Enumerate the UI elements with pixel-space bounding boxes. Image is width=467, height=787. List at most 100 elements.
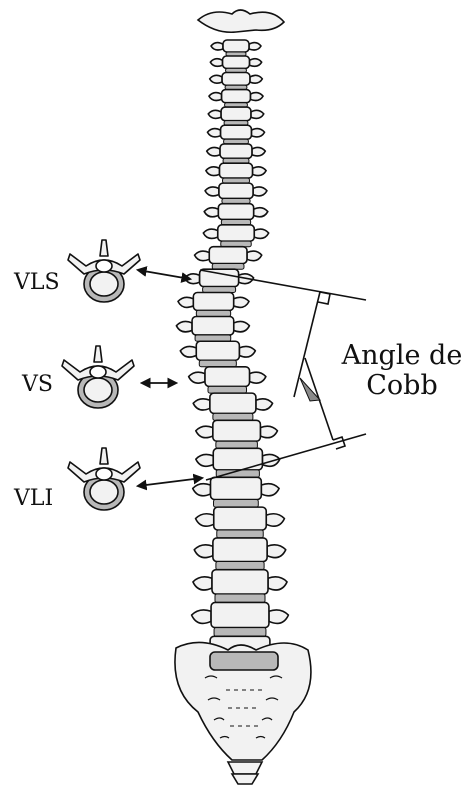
vertebral-body	[209, 247, 247, 264]
transverse-process-right	[249, 59, 261, 67]
sacrum	[175, 642, 311, 784]
transverse-process-left	[193, 399, 210, 410]
transverse-process-right	[250, 93, 263, 101]
transverse-process-left	[193, 484, 211, 496]
vertebral-body	[214, 507, 266, 530]
atlas-vertebra	[198, 10, 284, 32]
vertebral-body-inner	[90, 272, 118, 296]
transverse-process-left	[209, 93, 222, 101]
intervertebral-disc	[217, 530, 263, 538]
label-cobb-angle-line2: Cobb	[340, 371, 464, 401]
transverse-process-right	[247, 251, 262, 261]
vertebra	[193, 393, 272, 420]
transverse-process-left	[208, 110, 221, 118]
vertebra	[193, 570, 287, 603]
vertebral-body	[219, 183, 253, 198]
spine-column	[176, 40, 289, 671]
transverse-process-left	[180, 346, 196, 357]
vertebral-foramen	[96, 260, 112, 272]
intervertebral-disc	[221, 219, 250, 224]
transverse-process-right	[252, 167, 266, 176]
vertebral-body	[211, 602, 269, 627]
vertebral-body	[205, 367, 250, 387]
transverse-process-right	[260, 426, 277, 438]
label-vli: VLI	[14, 488, 53, 510]
transverse-process-left	[196, 514, 214, 526]
intervertebral-disc	[199, 360, 236, 367]
intervertebral-disc	[203, 287, 236, 293]
vertebra	[205, 183, 267, 204]
label-cobb-angle: Angle de Cobb	[340, 341, 464, 401]
transverse-process-right	[251, 129, 264, 137]
transverse-process-right	[262, 454, 279, 466]
vertebral-body	[193, 292, 233, 310]
vertebra	[180, 341, 255, 367]
transverse-process-right	[234, 297, 249, 307]
upper-perpendicular	[294, 292, 320, 397]
vertebra	[203, 225, 268, 247]
vertebra	[176, 316, 249, 341]
double-arrow-icon	[138, 270, 190, 279]
transverse-process-left	[211, 43, 223, 50]
vertebral-body	[210, 393, 256, 413]
vertebral-body	[223, 56, 250, 68]
spinous-process	[100, 448, 108, 464]
intervertebral-disc	[195, 335, 231, 341]
intervertebral-disc	[196, 310, 230, 316]
transverse-process-left	[207, 147, 220, 156]
transverse-process-right	[250, 75, 262, 83]
transverse-process-right	[249, 43, 261, 50]
intervertebral-disc	[221, 241, 251, 247]
intervertebral-disc	[208, 386, 247, 393]
transverse-process-right	[261, 484, 279, 496]
vertebra	[192, 602, 289, 636]
transverse-process-left	[203, 229, 217, 238]
vertebra	[207, 125, 264, 144]
vertebral-body	[218, 204, 253, 220]
transverse-process-left	[210, 59, 222, 67]
transverse-process-left	[176, 321, 192, 331]
vertebra	[178, 292, 249, 316]
vertebra	[210, 56, 261, 73]
transverse-process-right	[252, 147, 265, 156]
spinous-process	[100, 240, 108, 256]
vertebral-body	[221, 125, 252, 139]
transverse-process-left	[210, 75, 222, 83]
vertebral-body-inner	[84, 378, 112, 402]
vertebral-body	[211, 477, 262, 499]
vertebral-body	[222, 73, 250, 86]
transverse-process-right	[253, 187, 267, 196]
transverse-process-right	[254, 229, 268, 238]
transverse-process-right	[269, 610, 288, 624]
vertebral-body	[213, 538, 267, 562]
transverse-process-left	[194, 545, 213, 558]
transverse-process-left	[205, 187, 219, 196]
transverse-process-left	[204, 208, 218, 217]
intervertebral-disc	[216, 562, 264, 570]
vertebral-body	[218, 225, 254, 241]
transverse-process-right	[250, 372, 266, 383]
vertebra	[196, 420, 278, 448]
vertebral-body	[223, 40, 249, 52]
intervertebral-disc	[212, 264, 244, 270]
cobb-angle-wedge	[300, 378, 320, 401]
transverse-process-right	[256, 399, 273, 410]
transverse-process-left	[192, 610, 211, 624]
vertebra	[206, 163, 266, 183]
transverse-process-left	[196, 454, 213, 466]
label-vs: VS	[22, 374, 53, 396]
transverse-process-right	[268, 577, 287, 590]
vertebral-foramen	[90, 366, 106, 378]
vertebra	[204, 204, 268, 225]
vertebral-body	[221, 107, 251, 121]
transverse-process-left	[195, 251, 210, 261]
spinous-process	[94, 346, 102, 362]
vertebra	[195, 247, 262, 270]
intervertebral-disc	[215, 594, 265, 602]
transverse-process-right	[267, 545, 286, 558]
vertebral-body	[220, 163, 253, 178]
vertebral-body	[212, 570, 268, 594]
transverse-process-right	[254, 208, 268, 217]
vertebral-foramen	[96, 468, 112, 480]
vertebra-top-view-vls	[68, 240, 140, 302]
